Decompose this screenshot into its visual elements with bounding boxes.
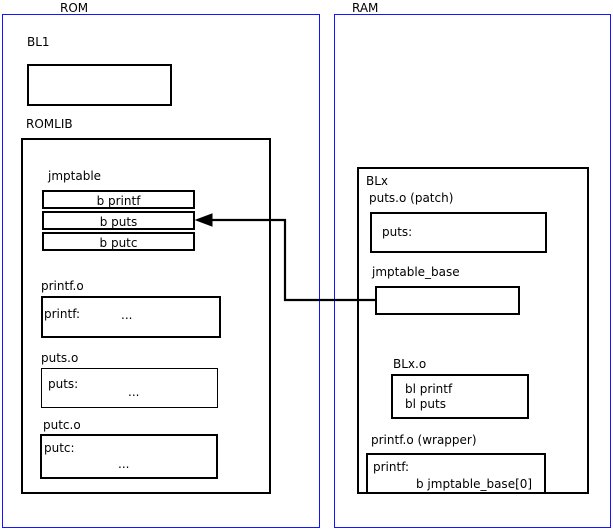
- printf-wrapper-instruction: b jmptable_base[0]: [416, 477, 533, 491]
- jmptable-entry-b-puts: b puts: [42, 211, 195, 230]
- puts-patch-box: puts:: [370, 212, 547, 253]
- jmptable-entry-label: b printf: [96, 194, 141, 208]
- printf-o-label: printf.o: [41, 279, 84, 293]
- printf-body-ellipsis: ...: [121, 308, 133, 322]
- jmptable-label: jmptable: [48, 169, 102, 183]
- romlib-label: ROMLIB: [26, 117, 73, 131]
- jmptable-entry-b-putc: b putc: [42, 232, 195, 251]
- puts-o-box: puts: ...: [41, 368, 218, 408]
- printf-o-box: printf: ...: [41, 296, 221, 338]
- printf-symbol: printf:: [44, 307, 81, 321]
- puts-symbol: puts:: [48, 377, 79, 391]
- printf-wrapper-box: printf: b jmptable_base[0]: [366, 453, 546, 494]
- bl1-box: [27, 64, 172, 106]
- jmptable-entry-label: b puts: [99, 215, 138, 229]
- blx-o-line-1: bl printf: [405, 382, 453, 396]
- bl1-label: BL1: [27, 35, 50, 49]
- ram-region-title: RAM: [352, 1, 379, 15]
- putc-symbol: putc:: [44, 441, 75, 455]
- printf-wrapper-symbol: printf:: [373, 460, 410, 474]
- rom-region-title: ROM: [60, 1, 89, 15]
- putc-o-label: putc.o: [43, 418, 81, 432]
- jmptable-base-box: [375, 286, 520, 315]
- jmptable-entry-label: b putc: [99, 236, 138, 250]
- puts-patch-symbol: puts:: [382, 225, 413, 239]
- puts-patch-label: puts.o (patch): [369, 191, 454, 205]
- putc-body-ellipsis: ...: [118, 457, 130, 471]
- blx-label: BLx: [366, 174, 389, 188]
- blx-o-line-2: bl puts: [405, 397, 446, 411]
- putc-o-box: putc: ...: [40, 434, 218, 479]
- printf-wrapper-label: printf.o (wrapper): [371, 433, 477, 447]
- jmptable-entry-b-printf: b printf: [42, 190, 195, 209]
- puts-o-label: puts.o: [41, 351, 79, 365]
- puts-body-ellipsis: ...: [128, 385, 140, 399]
- jmptable-base-label: jmptable_base: [372, 265, 460, 279]
- blx-o-box: bl printf bl puts: [391, 374, 529, 419]
- blx-o-label: BLx.o: [393, 357, 427, 371]
